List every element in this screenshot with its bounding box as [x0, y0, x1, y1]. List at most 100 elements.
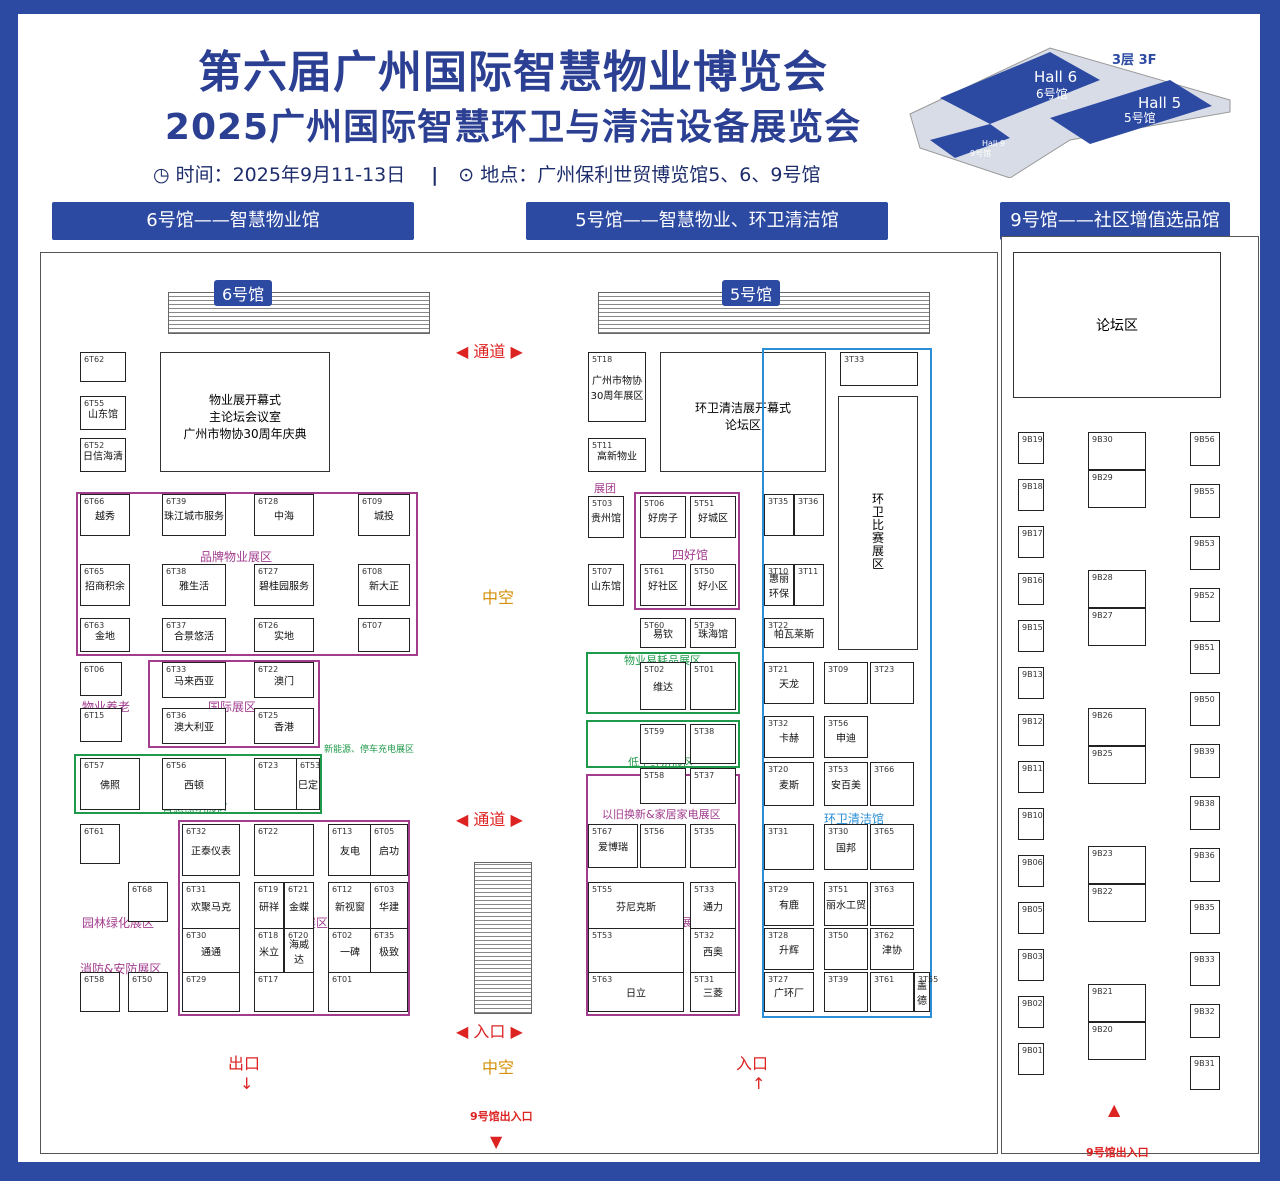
booth-name: 极致 [379, 947, 399, 959]
entrance-arrow-icon: ↑ [752, 1074, 766, 1093]
booth-code: 5T63 [592, 975, 613, 984]
booth-name: 金地 [95, 631, 115, 643]
zone-intl [148, 660, 320, 748]
zone-tech [178, 820, 410, 1016]
passage-label-mid: ◀ 通道 ▶ [456, 810, 523, 829]
booth-code: 5T38 [694, 727, 715, 736]
hall6-banner: 6号馆——智慧物业馆 [52, 202, 414, 240]
booth-name: 招商积余 [85, 581, 125, 593]
booth-code: 6T22 [258, 827, 279, 836]
time-label: 时间：2025年9月11-13日 [175, 164, 406, 186]
booth-name: 研祥 [259, 902, 279, 914]
hall9-block [930, 124, 1010, 158]
booth-code: 5T67 [592, 827, 613, 836]
booth-code: 9B55 [1194, 487, 1215, 496]
booth: 9B50 [1190, 692, 1220, 726]
place-label: 地点：广州保利世贸博览馆5、6、9号馆 [480, 164, 821, 186]
booth-code: 9B13 [1022, 670, 1043, 679]
booth: 9B56 [1190, 432, 1220, 466]
booth-code: 6T53 [300, 761, 321, 770]
forum-area: 论坛区 [1013, 252, 1221, 398]
booth-code: 3T65 [874, 827, 895, 836]
booth-code: 9B31 [1194, 1059, 1215, 1068]
booth-code: 5T61 [644, 567, 665, 576]
booth: 9B36 [1190, 848, 1220, 882]
booth-code: 6T19 [258, 885, 279, 894]
booth-code: 9B16 [1022, 576, 1043, 585]
booth: 9B21 [1088, 984, 1146, 1022]
booth: 9B33 [1190, 952, 1220, 986]
booth-code: 5T01 [694, 665, 715, 674]
booth-code: 5T18 [592, 355, 613, 364]
booth-code: 5T11 [592, 441, 613, 450]
booth: 9B52 [1190, 588, 1220, 622]
booth-code: 6T18 [258, 931, 279, 940]
booth-code: 6T56 [166, 761, 187, 770]
booth: 3T63 [870, 882, 914, 926]
booth-name: 升辉 [779, 945, 799, 957]
gate-up-arrow-icon: ▲ [1108, 1100, 1121, 1119]
zone-brand [76, 492, 418, 656]
gate-down-arrow-icon: ▼ [490, 1132, 503, 1151]
booth: 6T19 研祥 [254, 882, 284, 930]
booth-code: 5T51 [694, 499, 715, 508]
booth-code: 3T51 [828, 885, 849, 894]
booth-code: 5T55 [592, 885, 613, 894]
booth: 3T39 [824, 972, 868, 1012]
booth-code: 5T56 [644, 827, 665, 836]
booth-code: 3T11 [798, 567, 819, 576]
booth: 9B23 [1088, 846, 1146, 884]
booth-code: 9B28 [1092, 573, 1113, 582]
booth-name: 易钦 [653, 629, 673, 641]
info-separator: | [431, 164, 439, 186]
booth-name: 中海 [274, 511, 294, 523]
svg-text:5号馆: 5号馆 [1124, 110, 1156, 125]
booth: 9B12 [1018, 714, 1044, 746]
booth-code: 9B33 [1194, 955, 1215, 964]
booth-code: 5T59 [644, 727, 665, 736]
booth-code: 9B25 [1092, 749, 1113, 758]
booth-code: 9B03 [1022, 952, 1043, 961]
booth-code: 5T32 [694, 931, 715, 940]
booth-code: 3T27 [768, 975, 789, 984]
booth-name: 香港 [274, 722, 294, 734]
booth-name: 珠海馆 [698, 629, 728, 641]
booth-name: 越秀 [95, 511, 115, 523]
booth-code: 6T33 [166, 665, 187, 674]
booth: 3T65 [870, 824, 914, 870]
booth-name: 实地 [274, 631, 294, 643]
zone-low-altitude [586, 720, 740, 768]
booth-name: 爱博瑞 [598, 842, 628, 854]
hall9-gate-left: 9号馆出入口 [470, 1110, 533, 1123]
entrance-label-bottom: ◀ 入口 ▶ [456, 1022, 523, 1041]
booth: 9B38 [1190, 796, 1220, 830]
booth-code: 3T20 [768, 765, 789, 774]
booth-name: 佛照 [100, 780, 120, 792]
booth: 3T31 [764, 824, 814, 870]
booth-code: 9B12 [1022, 717, 1043, 726]
hall9-banner: 9号馆——社区增值选品馆 [1000, 202, 1230, 240]
booth: 9B30 [1088, 432, 1146, 470]
booth-name: 日信海清 [83, 451, 123, 463]
booth: 9B13 [1018, 667, 1044, 699]
booth-code: 6T23 [258, 761, 279, 770]
booth-code: 5T60 [644, 621, 665, 630]
booth-code: 3T36 [798, 497, 819, 506]
booth-code: 9B17 [1022, 529, 1043, 538]
booth: 6T06 [80, 662, 122, 696]
booth-code: 6T21 [288, 885, 309, 894]
booth: 9B51 [1190, 640, 1220, 674]
